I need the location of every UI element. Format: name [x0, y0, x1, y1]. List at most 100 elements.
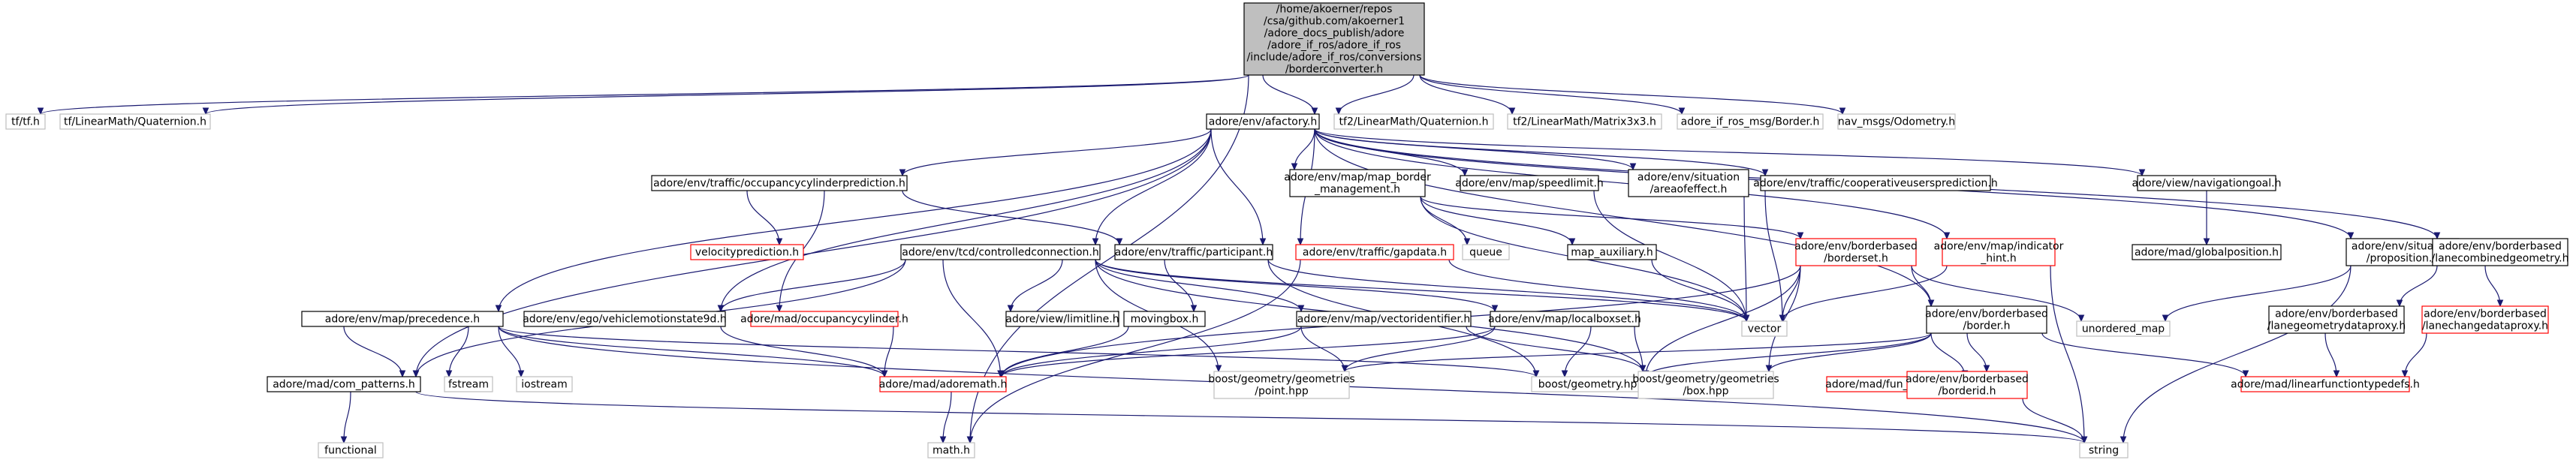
node-speedlimit[interactable]: adore/env/map/speedlimit.h [1455, 175, 1604, 191]
node-label: /lanechangedataproxy.h [2422, 320, 2548, 332]
node-vectoridentifier[interactable]: adore/env/map/vectoridentifier.h [1296, 311, 1472, 327]
node-fstream[interactable]: fstream [444, 376, 493, 392]
node-queue[interactable]: queue [1462, 244, 1510, 260]
node-box [1296, 311, 1472, 327]
node-functional[interactable]: functional [318, 442, 384, 458]
node-label: vector [1748, 323, 1782, 335]
node-box [1333, 113, 1494, 130]
node-box [444, 376, 493, 392]
edge-participant-to-vector [1267, 259, 1746, 321]
node-velocitypred[interactable]: velocityprediction.h [690, 244, 804, 260]
edge-gapdata-to-math_h [970, 259, 1301, 443]
node-box [2137, 175, 2276, 191]
node-vehiclemotion[interactable]: adore/env/ego/vehiclemotionstate9d.h [523, 311, 727, 327]
node-coop-pred[interactable]: adore/env/traffic/cooperativeuserspredic… [1753, 175, 1998, 191]
edge-areaofeffect-to-vector [1744, 196, 1746, 321]
node-gapdata[interactable]: adore/env/traffic/gapdata.h [1295, 244, 1454, 260]
node-label: /box.hpp [1683, 386, 1728, 398]
node-box [2240, 376, 2410, 392]
node-point-hpp[interactable]: boost/geometry/geometries/point.hpp [1208, 371, 1355, 399]
node-label: string [2089, 445, 2119, 457]
node-label: /csa/github.com/akoerner1 [1264, 16, 1405, 28]
node-movingbox[interactable]: movingbox.h [1123, 311, 1206, 327]
node-tf2-quat[interactable]: tf2/LinearMath/Quaternion.h [1333, 113, 1494, 130]
node-borderid[interactable]: adore/env/borderbased/borderid.h [1906, 371, 2029, 399]
node-localboxset[interactable]: adore/env/map/localboxset.h [1488, 311, 1641, 327]
node-tf2-mat[interactable]: tf2/LinearMath/Matrix3x3.h [1507, 113, 1662, 130]
node-label: /border.h [1963, 320, 2011, 332]
node-limitline[interactable]: adore/view/limitline.h [1005, 311, 1119, 327]
node-areaofeffect[interactable]: adore/env/situation/areaofeffect.h [1628, 169, 1749, 197]
node-box [651, 175, 908, 191]
node-box [1926, 305, 2047, 334]
edge-border-to-linearfunc [2041, 332, 2246, 377]
node-navgoal[interactable]: adore/view/navigationgoal.h [2132, 175, 2282, 191]
node-label: tf/LinearMath/Quaternion.h [64, 116, 206, 128]
node-box-hpp[interactable]: boost/geometry/geometries/box.hpp [1632, 371, 1779, 399]
node-box [2432, 238, 2568, 266]
node-lanechangeproxy[interactable]: adore/env/borderbased/lanechangedataprox… [2421, 305, 2549, 334]
node-borderset[interactable]: adore/env/borderbased/borderset.h [1794, 238, 1918, 266]
node-linearfunc[interactable]: adore/mad/linearfunctiontypedefs.h [2231, 376, 2420, 392]
node-tf-h[interactable]: tf/tf.h [5, 113, 46, 130]
node-label: adore/env/ego/vehiclemotionstate9d.h [523, 314, 727, 326]
node-unordered-map[interactable]: unordered_map [2076, 320, 2171, 337]
edge-localboxset-to-geometry_hpp [1565, 326, 1592, 377]
node-geometry-hpp[interactable]: boost/geometry.hpp [1531, 376, 1651, 392]
node-label: /borderconverter.h [1285, 64, 1383, 76]
node-occ-pred[interactable]: adore/env/traffic/occupancycylinderpredi… [651, 175, 908, 191]
node-participant[interactable]: adore/env/traffic/participant.h [1114, 244, 1273, 260]
node-box [690, 244, 804, 260]
node-label: map_auxiliary.h [1571, 247, 1653, 259]
node-label: /borderset.h [1824, 253, 1888, 265]
node-label: fstream [448, 379, 489, 391]
node-map-auxiliary[interactable]: map_auxiliary.h [1567, 244, 1657, 260]
node-com-patterns[interactable]: adore/mad/com_patterns.h [267, 376, 421, 392]
node-map-border[interactable]: adore/env/map/map_border_management.h [1284, 169, 1431, 197]
node-precedence[interactable]: adore/env/map/precedence.h [301, 311, 504, 327]
node-lanecombined[interactable]: adore/env/borderbased/lanecombinedgeomet… [2432, 238, 2569, 266]
node-vector[interactable]: vector [1741, 320, 1788, 337]
node-lanegeomproxy[interactable]: adore/env/borderbased/lanegeometrydatapr… [2267, 305, 2406, 334]
edge-root-to-tf_quat [206, 74, 1249, 114]
node-indicator-hint[interactable]: adore/env/map/indicator_hint.h [1934, 238, 2064, 266]
edge-afactory-to-map_border [1294, 128, 1315, 170]
node-box [1213, 371, 1350, 399]
node-tf-quat[interactable]: tf/LinearMath/Quaternion.h [59, 113, 211, 130]
node-box [1837, 113, 1956, 130]
node-box [1677, 113, 1824, 130]
node-box [1462, 244, 1510, 260]
edge-vehiclemotion-to-adoremath [720, 326, 884, 377]
edge-precedence-to-com_patterns [343, 326, 402, 377]
node-box [1906, 371, 2028, 399]
node-controlledconn[interactable]: adore/env/tcd/controlledconnection.h [900, 244, 1101, 260]
node-border-msg[interactable]: adore_if_ros_msg/Border.h [1677, 113, 1824, 130]
edge-borderset-to-unordered_map [1911, 265, 2081, 321]
edge-lanegeomproxy-to-linearfunc [2324, 332, 2336, 377]
node-label: adore/view/navigationgoal.h [2132, 178, 2282, 190]
node-label: /adore_docs_publish/adore [1264, 28, 1405, 40]
node-border[interactable]: adore/env/borderbased/border.h [1925, 305, 2048, 334]
edge-proposition-to-string [2123, 265, 2352, 443]
edge-border-to-geometry_hpp [1646, 332, 1932, 377]
edge-lanechangeproxy-to-linearfunc [2405, 332, 2427, 377]
node-label: queue [1469, 247, 1502, 259]
edge-afactory-to-navgoal [1314, 128, 2142, 176]
node-adoremath[interactable]: adore/mad/adoremath.h [879, 376, 1008, 392]
node-label: adore/view/limitline.h [1005, 314, 1119, 326]
edge-com_patterns-to-functional [344, 391, 351, 443]
node-root[interactable]: /home/akoerner/repos/csa/github.com/akoe… [1243, 2, 1425, 76]
edge-border-to-borderid [1966, 332, 1987, 371]
node-iostream[interactable]: iostream [516, 376, 573, 392]
node-box [1741, 320, 1788, 337]
node-globalposition[interactable]: adore/mad/globalposition.h [2132, 244, 2282, 260]
edge-root-to-tf2_mat [1419, 74, 1512, 114]
node-label: /lanegeometrydataproxy.h [2267, 320, 2406, 332]
node-odometry[interactable]: nav_msgs/Odometry.h [1837, 113, 1956, 130]
node-label: /include/adore_if_ros/conversions [1247, 52, 1422, 64]
node-occcylinder[interactable]: adore/mad/occupancycylinder.h [740, 311, 908, 327]
node-string[interactable]: string [2079, 442, 2129, 458]
node-label: boost/geometry/geometries [1208, 374, 1354, 386]
node-math-h[interactable]: math.h [927, 442, 975, 458]
node-afactory[interactable]: adore/env/afactory.h [1206, 113, 1320, 130]
